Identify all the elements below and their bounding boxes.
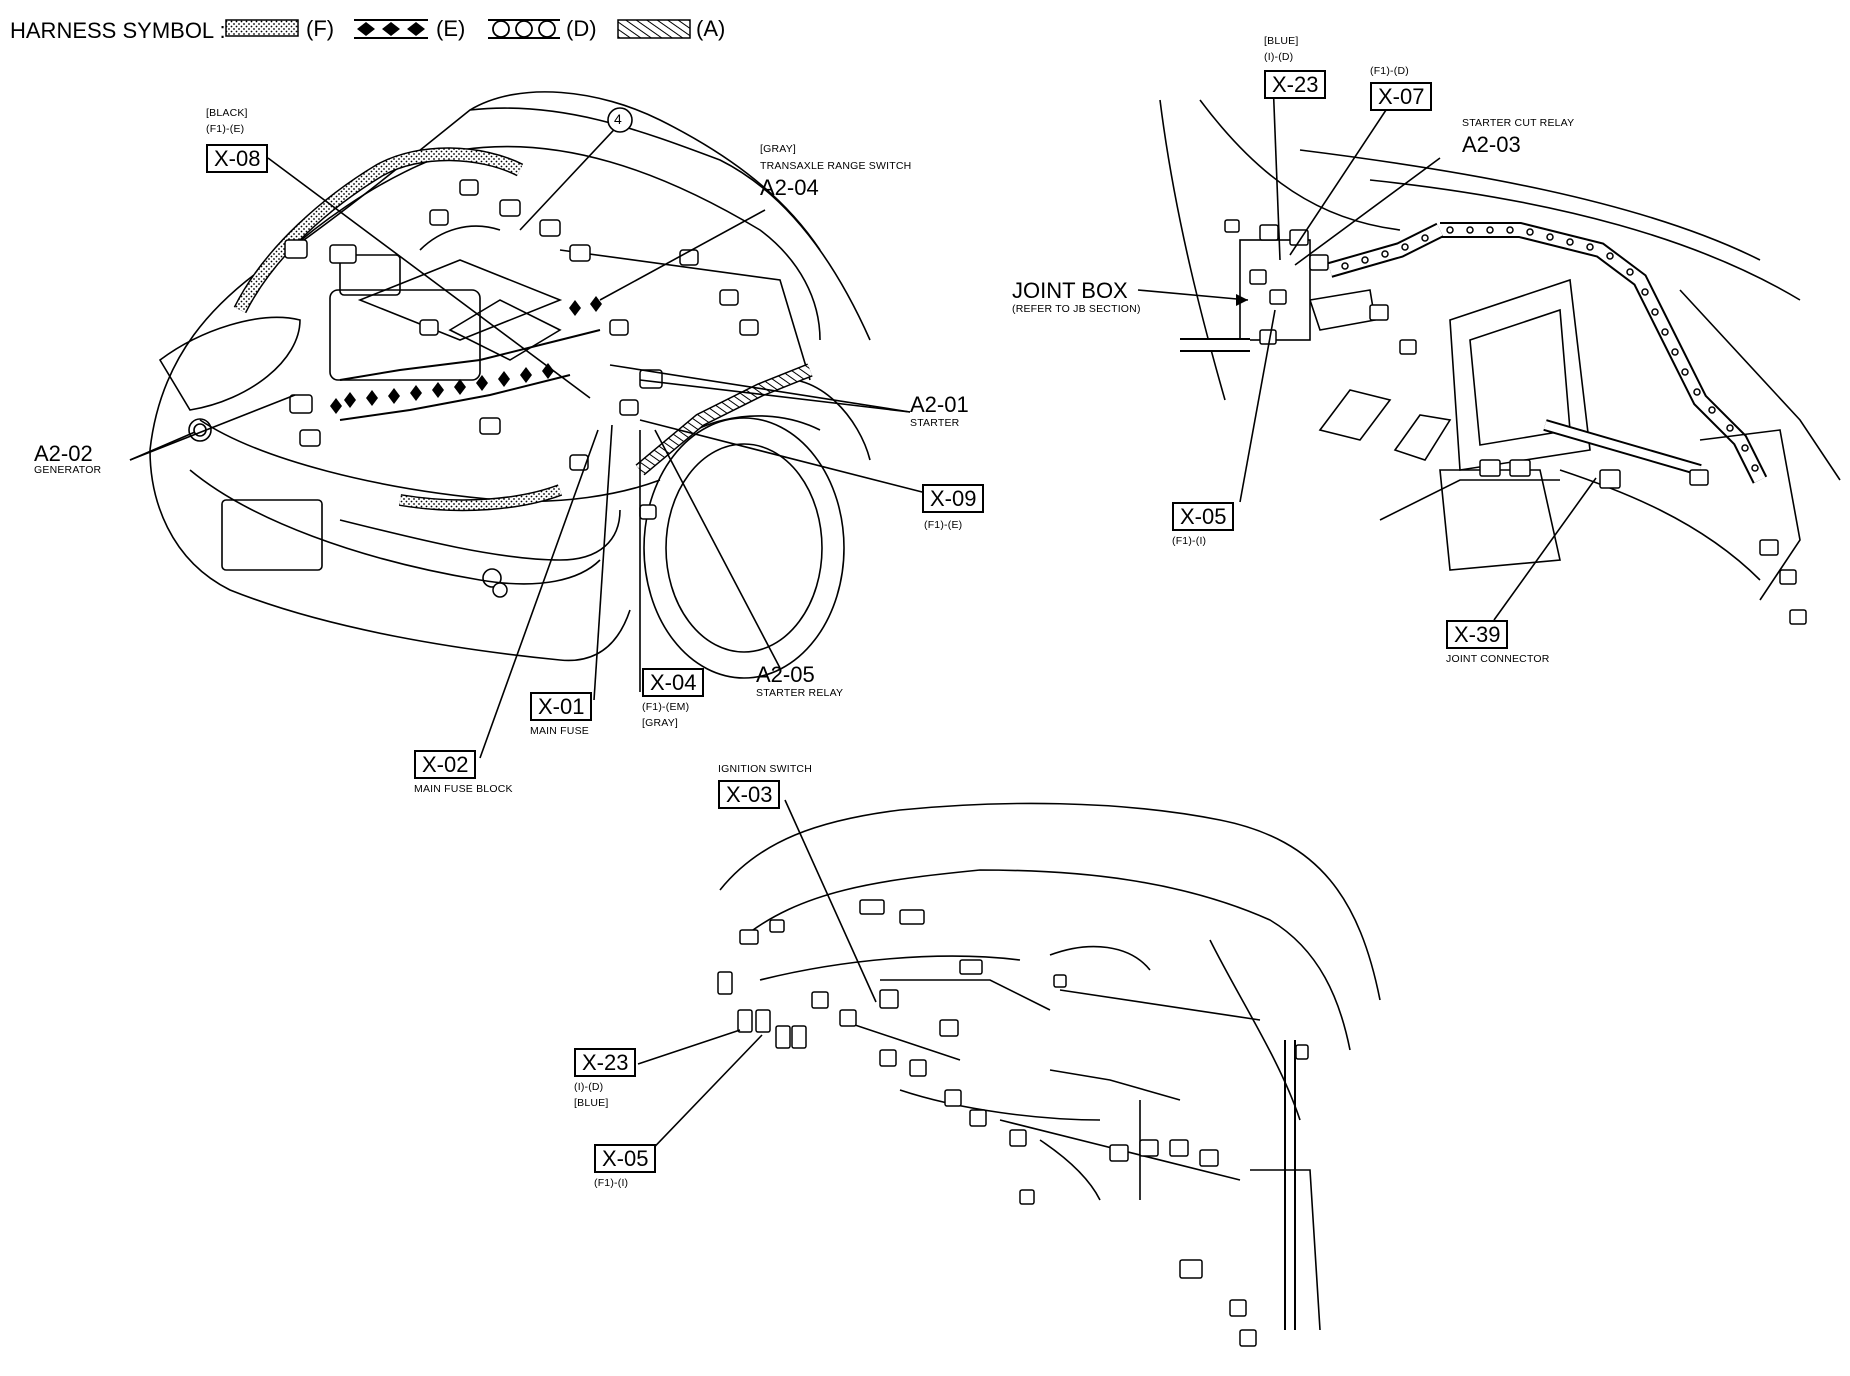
a205-code: A2-05 <box>756 662 815 687</box>
engine-compartment-drawing <box>149 91 871 679</box>
legend-code-d: (D) <box>566 16 597 41</box>
a203-code: A2-03 <box>1462 132 1521 157</box>
harness-band-f-engine <box>233 147 524 314</box>
legend-code-f: (F) <box>306 16 335 41</box>
dash-x23-code-box: X-23 <box>574 1048 637 1077</box>
x02-code-box: X-02 <box>414 750 477 779</box>
legend-code-e: (E) <box>436 16 466 41</box>
x04-code-box: X-04 <box>642 668 705 697</box>
dashboard-connectors <box>717 899 1309 1347</box>
cabin-x23-code-box: X-23 <box>1264 70 1327 99</box>
dash-x23-color: [BLUE] <box>574 1097 609 1109</box>
cabin-x07-code-box: X-07 <box>1370 82 1433 111</box>
legend-code-a: (A) <box>696 16 726 41</box>
joint-box-note: (REFER TO JB SECTION) <box>1012 303 1141 315</box>
a201-name: STARTER <box>910 417 960 429</box>
engine-connectors <box>284 179 759 598</box>
circle-marker-label: 4 <box>614 111 622 127</box>
a204-color: [GRAY] <box>760 143 797 155</box>
x03-code-box: X-03 <box>718 780 781 809</box>
harness-band-d-cabin <box>1327 222 1768 484</box>
dash-x05-code-box: X-05 <box>594 1144 657 1173</box>
leader-arrowheads <box>1236 294 1248 306</box>
x02-name: MAIN FUSE BLOCK <box>414 783 513 795</box>
x09-harness: (F1)-(E) <box>924 519 963 531</box>
a202-name: GENERATOR <box>34 464 102 476</box>
cabin-x07-harness: (F1)-(D) <box>1370 65 1409 77</box>
a204-code: A2-04 <box>760 175 819 200</box>
harness-band-e-engine <box>330 296 602 421</box>
leader-lines <box>129 79 1597 1163</box>
x04-harness: (F1)-(EM) <box>642 701 690 713</box>
a202-code: A2-02 <box>34 441 93 466</box>
x04-color: [GRAY] <box>642 717 679 729</box>
cabin-x23-color: [BLUE] <box>1264 35 1299 47</box>
joint-box-name: JOINT BOX <box>1012 278 1128 303</box>
x01-name: MAIN FUSE <box>530 725 589 737</box>
legend-title: HARNESS SYMBOL : <box>10 18 226 43</box>
cabin-x05-code-box: X-05 <box>1172 502 1235 531</box>
x01-code-box: X-01 <box>530 692 593 721</box>
dash-x23-harness: (I)-(D) <box>574 1081 604 1093</box>
cabin-connectors <box>1224 219 1807 625</box>
x39-name: JOINT CONNECTOR <box>1446 653 1550 665</box>
x09-code-box: X-09 <box>922 484 985 513</box>
cabin-x23-harness: (I)-(D) <box>1264 51 1294 63</box>
legend-symbols <box>225 19 691 39</box>
x39-code-box: X-39 <box>1446 620 1509 649</box>
a204-name: TRANSAXLE RANGE SWITCH <box>760 160 912 172</box>
x08-harness: (F1)-(E) <box>206 123 245 135</box>
a203-name: STARTER CUT RELAY <box>1462 117 1575 129</box>
legend-diamond-chain-swatch <box>354 19 428 39</box>
a201-code: A2-01 <box>910 392 969 417</box>
legend-dotted-band-swatch <box>225 19 299 37</box>
a205-name: STARTER RELAY <box>756 687 844 699</box>
cabin-drawing <box>1159 99 1841 601</box>
x08-code-box: X-08 <box>206 144 269 173</box>
legend-hatched-band-swatch <box>617 19 691 39</box>
circle-marker-4 <box>607 107 633 133</box>
legend-circle-chain-swatch <box>488 19 560 39</box>
dash-x05-harness: (F1)-(I) <box>594 1177 629 1189</box>
x08-color: [BLACK] <box>206 107 248 119</box>
dashboard-drawing <box>719 802 1381 1331</box>
cabin-x05-harness: (F1)-(I) <box>1172 535 1207 547</box>
x03-name: IGNITION SWITCH <box>718 763 812 775</box>
